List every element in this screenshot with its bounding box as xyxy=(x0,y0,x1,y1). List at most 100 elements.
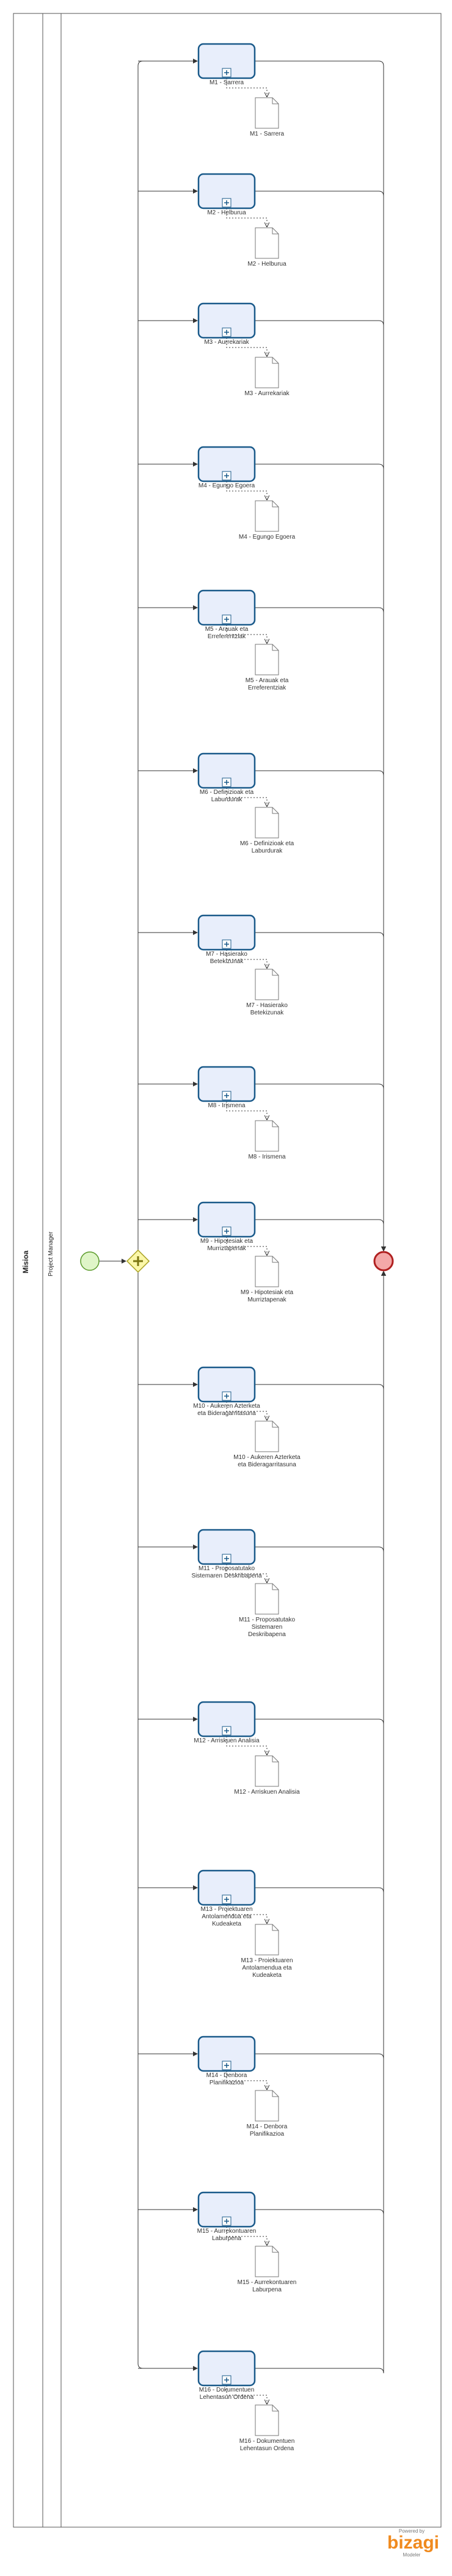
task-m11[interactable] xyxy=(197,1529,256,1565)
lane-name: Project Manager xyxy=(48,1231,54,1276)
task-m14[interactable] xyxy=(197,2036,256,2072)
task-label-m3: M3 - Aurrekariak xyxy=(204,339,249,346)
powered-by-text: Powered by xyxy=(398,2528,425,2534)
subprocess-plus-icon xyxy=(224,2063,229,2068)
data-object-m12-icon xyxy=(255,1755,279,1787)
data-object-label-m2: M2 - Helburua xyxy=(247,261,286,267)
flow-m5-to-end xyxy=(255,607,386,1251)
data-object-label-m11: M11 - Proposatutako Sistemaren Deskribap… xyxy=(238,1617,296,1638)
subprocess-plus-icon xyxy=(224,2219,229,2224)
task-label-m2: M2 - Helburua xyxy=(207,209,246,216)
task-label-m1: M1 - Sarrera xyxy=(209,79,244,86)
flow-m9-to-end xyxy=(255,1219,386,1251)
task-m7[interactable] xyxy=(197,914,256,951)
data-object-label-m6: M6 - Definizioak eta Laburdurak xyxy=(239,840,294,854)
task-m16[interactable] xyxy=(197,2350,256,2387)
task-m6[interactable] xyxy=(197,752,256,789)
task-m2[interactable] xyxy=(197,173,256,209)
subprocess-plus-icon xyxy=(224,942,229,947)
subprocess-plus-icon xyxy=(224,780,229,785)
task-m15[interactable] xyxy=(197,2191,256,2228)
data-object-label-m4: M4 - Egungo Egoera xyxy=(238,534,296,540)
brand-name: bizagi xyxy=(387,2533,440,2553)
task-label-m15: M15 - Aurrekontuaren Laburpena xyxy=(197,2228,257,2242)
sequence-flows xyxy=(99,59,386,2404)
pool-name: Misioa xyxy=(21,1250,30,1273)
data-object-m2-icon xyxy=(255,227,279,259)
subprocess-plus-icon xyxy=(224,1556,229,1561)
data-object-m15-icon xyxy=(255,2246,279,2277)
subprocess-plus-icon xyxy=(224,330,229,335)
flow-m2-to-end xyxy=(255,191,386,1251)
task-m9[interactable] xyxy=(197,1201,256,1238)
task-label-m11: M11 - Proposatutako Sistemaren Deskribap… xyxy=(191,1565,262,1579)
data-object-m6-icon xyxy=(255,807,279,839)
task-m10[interactable] xyxy=(197,1366,256,1403)
data-object-m14-icon xyxy=(255,2090,279,2122)
task-m5[interactable] xyxy=(197,589,256,626)
data-object-label-m5: M5 - Arauak eta Erreferentziak xyxy=(245,677,289,691)
pool-border xyxy=(13,13,442,2528)
subprocess-plus-icon xyxy=(224,473,229,478)
subprocess-plus-icon xyxy=(224,617,229,622)
flow-m4-to-end xyxy=(255,464,386,1251)
data-object-m9-icon xyxy=(255,1256,279,1287)
bizagi-logo: Powered by bizagi Modeler xyxy=(387,2528,440,2558)
data-object-label-m12: M12 - Arriskuen Analisia xyxy=(234,1789,300,1796)
data-object-m3-icon xyxy=(255,357,279,388)
data-object-m5-icon xyxy=(255,644,279,675)
end-event xyxy=(373,1251,394,1272)
subprocess-plus-icon xyxy=(224,1394,229,1399)
task-m1[interactable] xyxy=(197,43,256,79)
flow-m1-to-end xyxy=(255,60,386,1251)
subprocess-plus-icon xyxy=(224,200,229,205)
data-object-m7-icon xyxy=(255,969,279,1000)
data-object-label-m13: M13 - Proiektuaren Antolamendua eta Kude… xyxy=(241,1957,293,1979)
flow-m16-to-end xyxy=(255,1271,386,2374)
task-label-m10: M10 - Aukeren Azterketa eta Bideragarrit… xyxy=(193,1403,260,1417)
data-object-m8-icon xyxy=(255,1120,279,1152)
task-label-m7: M7 - Hasierako Betekizunak xyxy=(206,951,247,965)
brand-product: Modeler xyxy=(403,2552,421,2558)
task-m3[interactable] xyxy=(197,302,256,339)
data-object-label-m3: M3 - Aurrekariak xyxy=(244,390,290,397)
flow-m3-to-end xyxy=(255,320,386,1251)
task-m8[interactable] xyxy=(197,1066,256,1102)
subprocess-plus-icon xyxy=(224,70,229,75)
task-label-m4: M4 - Egungo Egoera xyxy=(198,482,255,489)
subprocess-plus-icon xyxy=(224,1093,229,1098)
gateway-plus-icon xyxy=(133,1256,143,1266)
task-label-m8: M8 - Irismena xyxy=(208,1102,246,1109)
task-label-m14: M14 - Denbora Planifikazioa xyxy=(206,2072,247,2086)
task-label-m6: M6 - Definizioak eta Laburdurak xyxy=(199,789,254,803)
data-object-m11-icon xyxy=(255,1583,279,1615)
task-label-m12: M12 - Arriskuen Analisia xyxy=(194,1737,260,1744)
data-object-m4-icon xyxy=(255,500,279,532)
data-object-label-m1: M1 - Sarrera xyxy=(249,131,285,137)
data-object-m1-icon xyxy=(255,97,279,129)
data-object-m13-icon xyxy=(255,1924,279,1956)
data-object-label-m10: M10 - Aukeren Azterketa eta Bideragarrit… xyxy=(233,1454,301,1468)
task-label-m9: M9 - Hipotesiak eta Murriztapenak xyxy=(200,1238,253,1252)
data-object-m16-icon xyxy=(255,2404,279,2436)
task-m12[interactable] xyxy=(197,1701,256,1737)
subprocess-plus-icon xyxy=(224,2378,229,2382)
task-m13[interactable] xyxy=(197,1869,256,1906)
subprocess-plus-icon xyxy=(224,1728,229,1733)
start-event xyxy=(80,1251,100,1271)
data-object-m10-icon xyxy=(255,1421,279,1452)
task-label-m5: M5 - Arauak eta Erreferentziak xyxy=(205,626,249,640)
task-label-m13: M13 - Proiektuaren Antolamendua eta Kude… xyxy=(200,1906,253,1927)
data-object-label-m7: M7 - Hasierako Betekizunak xyxy=(246,1002,288,1016)
flow-m7-to-end xyxy=(255,932,386,1251)
data-object-label-m15: M15 - Aurrekontuaren Laburpena xyxy=(237,2279,297,2293)
data-object-label-m14: M14 - Denbora Planifikazioa xyxy=(246,2123,288,2138)
flow-m6-to-end xyxy=(255,770,386,1251)
flow-nodes xyxy=(80,43,394,2436)
task-m4[interactable] xyxy=(197,446,256,482)
flow-m8-to-end xyxy=(255,1083,386,1251)
subprocess-plus-icon xyxy=(224,1897,229,1902)
task-label-m16: M16 - Dokumentuen Lehentasun Ordena xyxy=(199,2387,255,2401)
data-object-label-m8: M8 - Irismena xyxy=(248,1154,286,1160)
